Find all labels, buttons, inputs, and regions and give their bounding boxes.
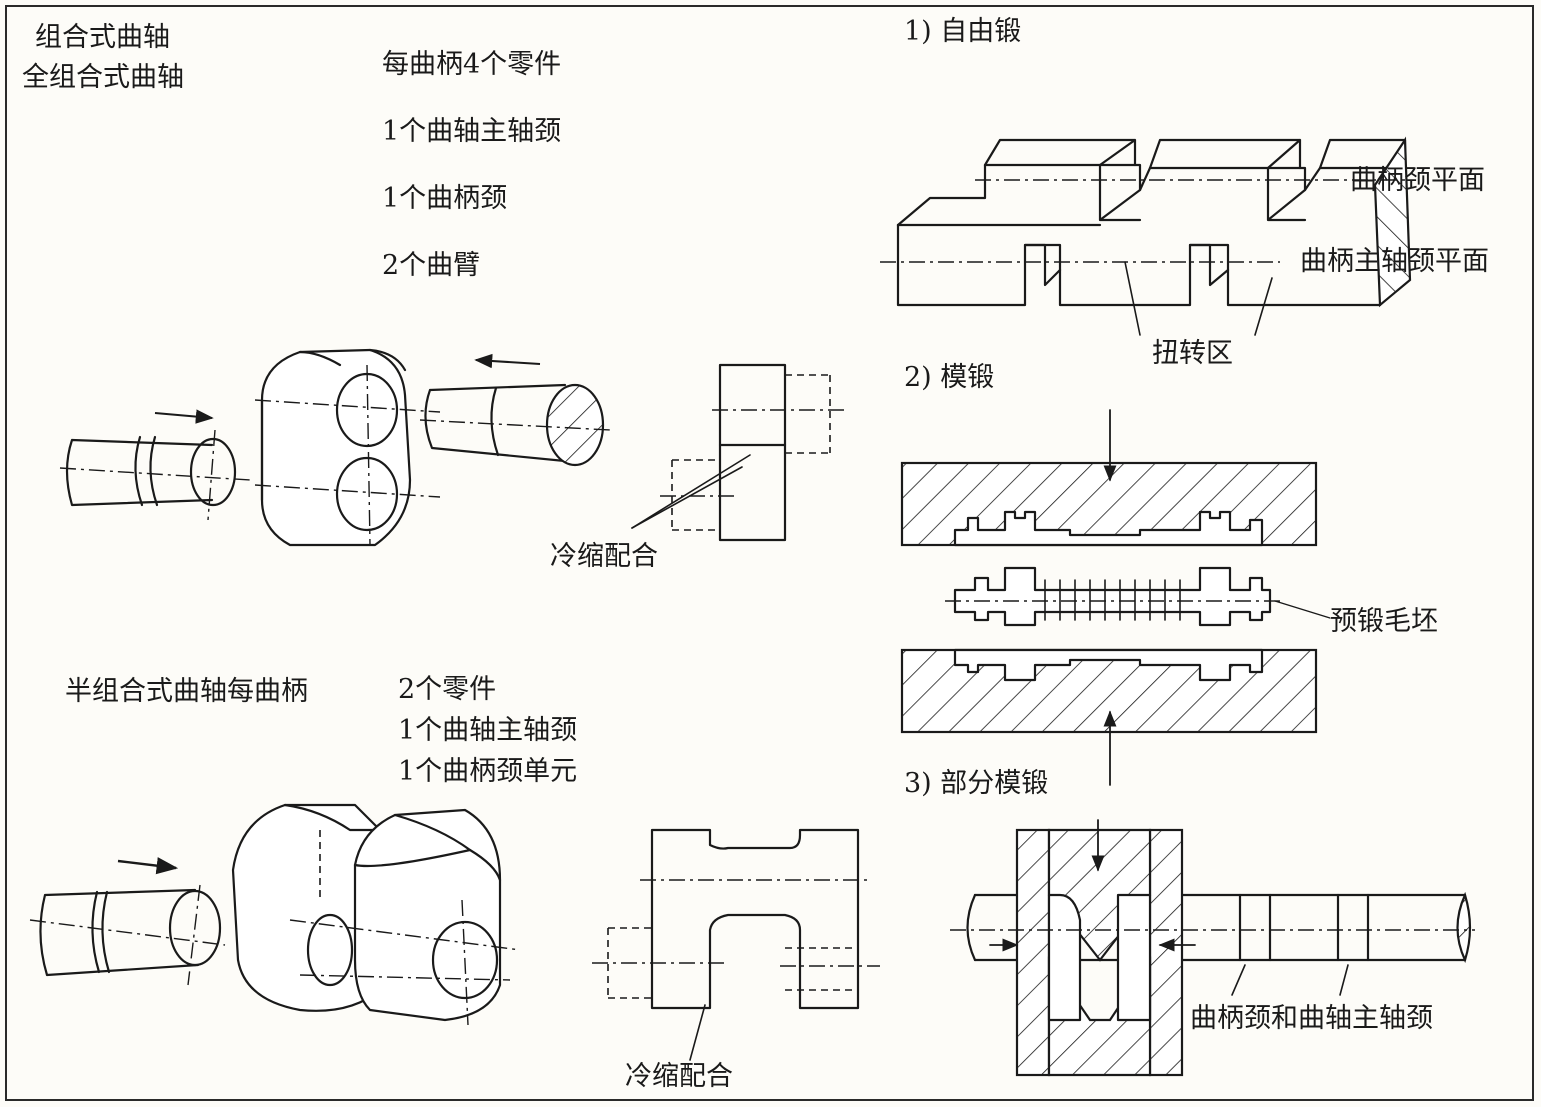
torsion-zone-label: 扭转区: [1152, 338, 1233, 369]
preform-blank-label: 预锻毛坯: [1330, 606, 1438, 637]
semi-builtup-title: 半组合式曲轴每曲柄: [65, 676, 308, 707]
crank-arm-part-label: 2个曲臂: [382, 250, 481, 281]
full-builtup-section: [631, 363, 848, 542]
pin-and-journal-label: 曲柄颈和曲轴主轴颈: [1190, 1003, 1433, 1034]
semi-crankpin-unit-label: 1个曲柄颈单元: [398, 756, 578, 787]
semi-builtup-exploded: [29, 803, 521, 1026]
die-forging-diagram: [900, 409, 1331, 786]
fully-builtup-subtitle: 全组合式曲轴: [22, 62, 184, 93]
crankpin-plane-label: 曲柄颈平面: [1350, 165, 1485, 196]
partial-die-forging-title: 3) 部分模锻: [904, 768, 1049, 799]
full-builtup-exploded: [59, 348, 611, 547]
die-forging-title: 2) 模锻: [904, 362, 995, 393]
parts-per-crank-label: 每曲柄4个零件: [382, 49, 562, 80]
free-forging-diagram: [880, 136, 1412, 336]
shrink-fit-label-bottom: 冷缩配合: [625, 1061, 733, 1092]
main-journal-part-label: 1个曲轴主轴颈: [382, 116, 562, 147]
figure-frame: [5, 5, 1534, 1101]
shrink-fit-label-top: 冷缩配合: [550, 541, 658, 572]
semi-parts-count-label: 2个零件: [398, 674, 497, 705]
main-journal-plane-label: 曲柄主轴颈平面: [1300, 246, 1489, 277]
free-forging-title: 1) 自由锻: [904, 16, 1022, 47]
fully-builtup-title: 组合式曲轴: [35, 22, 170, 53]
semi-builtup-section: [592, 828, 880, 1061]
semi-main-journal-label: 1个曲轴主轴颈: [398, 715, 578, 746]
partial-die-forging-diagram: [950, 819, 1475, 1077]
crankpin-part-label: 1个曲柄颈: [382, 183, 508, 214]
